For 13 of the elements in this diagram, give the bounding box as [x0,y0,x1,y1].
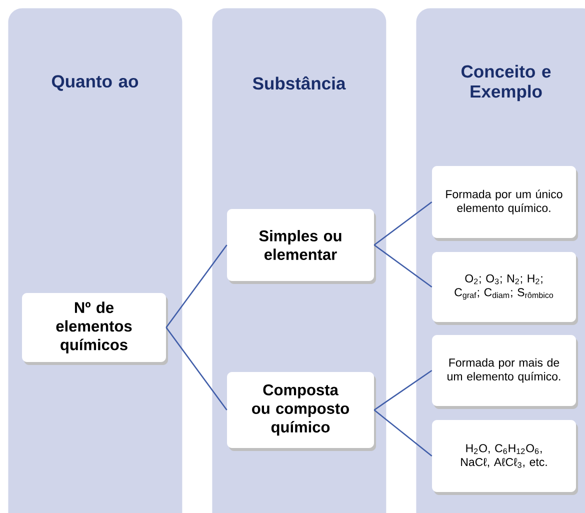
connector-line [374,410,432,457]
text-box: Formada por um único elemento químico. [432,166,578,241]
text-box: Simples ou elementar [227,209,376,284]
connector-line [374,244,432,288]
connector-line [374,201,432,246]
text-box: H$_{2}$O, C$_{6}$H$_{12}$O$_{6}$, NaCℓ, AℓCℓ$_{3}$, etc. [432,420,578,495]
connector-line [166,327,228,410]
connector-line [166,244,228,328]
text-box: Formada por mais de um elemento químico. [432,335,578,409]
text-box: Composta ou composto químico [227,372,376,451]
connector-line [374,370,432,411]
text-box: Nº de elementos químicos [22,293,168,365]
text-box: O$_{2}$; O$_{3}$; N$_{2}$; H$_{2}$; C$_{graf}$; C$_{diam}$; S$_{rômbico}$ [432,252,578,325]
